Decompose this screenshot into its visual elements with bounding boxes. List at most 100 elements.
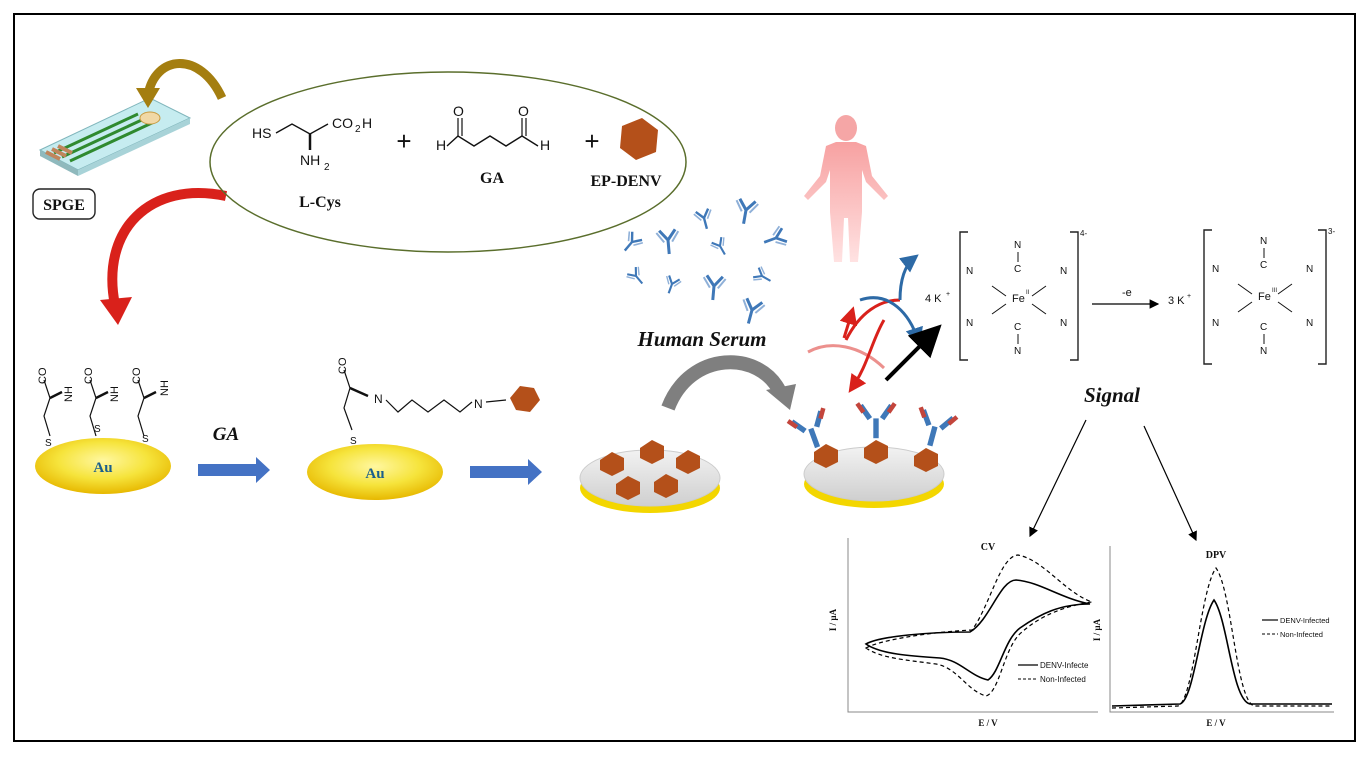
three-k-label: 3 K (1168, 295, 1185, 307)
au-electrode-1 (35, 438, 171, 494)
electron-label: -e (1122, 287, 1132, 299)
svg-text:O: O (453, 103, 464, 119)
cv-curve-non-infected (864, 554, 1093, 697)
ferrocyanide-complex: N C Fe II C N N N N N (959, 231, 1079, 361)
svg-text:III: III (1272, 288, 1277, 294)
human-serum-label: Human Serum (637, 327, 767, 351)
plus-sign-2: + (584, 126, 599, 156)
svg-text:S: S (142, 434, 149, 445)
svg-text:C: C (1014, 264, 1021, 275)
svg-text:S: S (45, 438, 52, 449)
svg-text:CO: CO (337, 357, 349, 374)
au-electrode-2 (307, 444, 443, 500)
spge-electrode-illustration (38, 97, 192, 176)
antibody-bound-disk (785, 402, 960, 508)
svg-text:C: C (1260, 260, 1267, 271)
svg-text:N: N (1014, 240, 1021, 251)
cv-legend-denv: DENV-Infecte (1040, 661, 1089, 670)
figure-frame (13, 13, 1356, 742)
au-label-2: Au (365, 466, 384, 482)
ga-linked-structure: CO N N S (337, 357, 507, 447)
blue-arrow-2 (470, 459, 542, 485)
svg-text:N: N (1260, 346, 1267, 357)
olive-arrowhead (136, 88, 160, 108)
signal-arrow-cv (1029, 419, 1087, 538)
dpv-xlabel: E / V (1206, 718, 1226, 728)
svg-text:CO: CO (332, 115, 353, 131)
svg-text:N: N (1306, 318, 1313, 329)
au-label-1: Au (93, 460, 112, 476)
cv-plot: CV E / V I / µA DENV-Infecte Non-Infecte… (828, 538, 1098, 728)
charge-4-minus: 4- (1080, 229, 1087, 238)
cv-legend-non-infected: Non-Infected (1040, 675, 1086, 684)
svg-text:N: N (1260, 236, 1267, 247)
svg-text:C: C (1260, 322, 1267, 333)
dpv-curve-denv (1111, 598, 1332, 707)
svg-text:N: N (1306, 264, 1313, 275)
svg-text:CO: CO (37, 367, 49, 384)
signal-label: Signal (1084, 383, 1140, 407)
svg-text:CO: CO (131, 367, 143, 384)
svg-text:CO: CO (83, 367, 95, 384)
svg-text:Fe: Fe (1012, 293, 1025, 305)
svg-text:H: H (436, 137, 446, 153)
four-k-label: 4 K (925, 293, 942, 305)
grey-arrowhead (766, 384, 796, 410)
svg-text:N: N (1014, 346, 1021, 357)
cv-title: CV (981, 542, 996, 553)
svg-text:S: S (350, 436, 357, 447)
glutaraldehyde-structure: H O O H (436, 103, 550, 153)
k-plus-2: + (1187, 293, 1191, 300)
ga-label: GA (480, 170, 504, 187)
svg-text:N: N (1212, 264, 1219, 275)
dpv-ylabel: I / µA (1092, 618, 1102, 641)
charge-3-minus: 3- (1328, 227, 1335, 236)
dpv-legend-non-infected: Non-Infected (1280, 630, 1323, 639)
cv-ylabel: I / µA (828, 608, 838, 631)
ep-denv-label: EP-DENV (590, 173, 662, 190)
signal-black-arrow (884, 324, 942, 382)
blue-arrow-1 (198, 457, 270, 483)
human-body-icon (804, 115, 888, 262)
cv-curve-denv (864, 579, 1091, 681)
k-plus-1: + (946, 291, 950, 298)
plus-sign-1: + (396, 126, 411, 156)
svg-text:2: 2 (324, 162, 330, 173)
svg-text:N: N (966, 318, 973, 329)
ferricyanide-complex: N C Fe III C N N N N N (1203, 229, 1327, 365)
svg-text:H: H (540, 137, 550, 153)
grey-curved-arrow (661, 355, 787, 411)
svg-text:O: O (518, 103, 529, 119)
antibody-cloud (616, 196, 790, 328)
svg-text:NH: NH (109, 386, 121, 402)
svg-text:C: C (1014, 322, 1021, 333)
svg-text:NH: NH (159, 380, 171, 396)
signal-arrow-dpv (1143, 425, 1197, 542)
svg-text:H: H (362, 115, 372, 131)
spge-label-box (32, 188, 96, 220)
l-cys-label: L-Cys (299, 194, 341, 211)
peptide-disk (579, 440, 721, 513)
svg-text:NH: NH (63, 386, 75, 402)
ep-denv-linked (510, 386, 540, 412)
svg-text:2: 2 (355, 124, 361, 135)
svg-text:NH: NH (300, 152, 320, 168)
dpv-curve-non-infected (1111, 566, 1332, 709)
svg-text:N: N (374, 392, 383, 406)
red-arrowhead (100, 297, 132, 325)
reagent-ellipse (209, 71, 687, 253)
svg-text:HS: HS (252, 125, 271, 141)
svg-text:S: S (94, 424, 101, 435)
redox-cycle-arrows (807, 254, 923, 393)
svg-text:II: II (1026, 290, 1030, 296)
svg-text:N: N (1060, 318, 1067, 329)
cv-xlabel: E / V (978, 718, 998, 728)
ep-denv-hexagon (620, 118, 658, 160)
olive-curved-arrow (143, 59, 227, 101)
dpv-title: DPV (1206, 550, 1227, 561)
svg-text:N: N (1060, 266, 1067, 277)
svg-text:N: N (474, 397, 483, 411)
l-cys-monolayer-structure: CO CO CO NH NH NH S S S (37, 367, 171, 449)
spge-label: SPGE (43, 197, 85, 214)
